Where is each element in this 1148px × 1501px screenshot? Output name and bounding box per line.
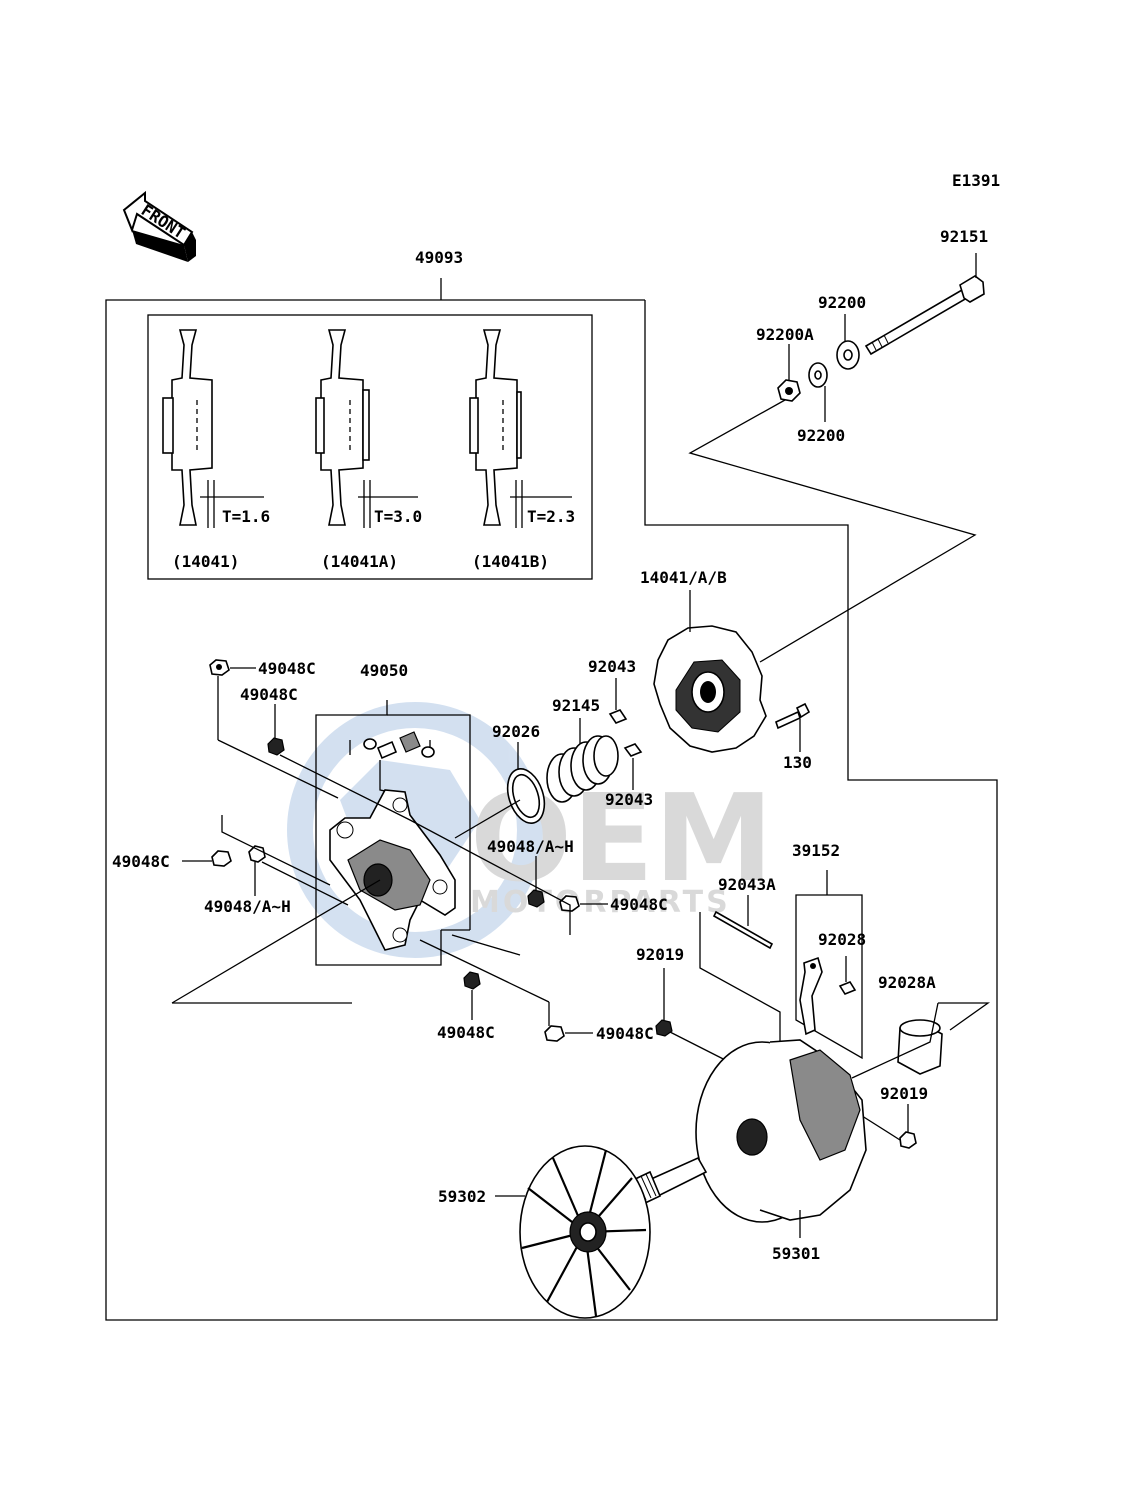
callout-49048C-5: 49048C — [437, 1023, 495, 1042]
callout-59302: 59302 — [438, 1187, 486, 1206]
callout-92019-top: 92019 — [636, 945, 684, 964]
nut-49048AH-left: 49048/A~H — [204, 845, 291, 916]
callout-49093: 49093 — [415, 248, 463, 267]
callout-92200A: 92200A — [756, 325, 814, 344]
callout-49048C-6: 49048C — [596, 1024, 654, 1043]
nut-92019-right: 92019 — [839, 1084, 928, 1149]
arm-leaders — [171, 739, 571, 1004]
bolt-leader — [688, 399, 977, 663]
callout-92019-right: 92019 — [880, 1084, 928, 1103]
nut-49048C-4: 49048C — [559, 895, 668, 914]
watermark-sub: MOTORPARTS — [470, 885, 731, 920]
variant-2-thickness: T=3.0 — [374, 507, 422, 526]
callout-59301: 59301 — [772, 1244, 820, 1263]
callout-92028A: 92028A — [878, 973, 936, 992]
spring-92145: 92145 — [546, 696, 619, 803]
washer-92200-bottom: 92200 — [797, 362, 845, 445]
nut-49048C-1: 49048C — [209, 659, 316, 740]
spider-14041: 14041/A/B — [640, 568, 767, 753]
nut-49048C-2: 49048C — [240, 685, 298, 756]
bolt-130: 130 — [775, 702, 812, 772]
variant-3-thickness: T=2.3 — [527, 507, 575, 526]
roller-group-39152: 39152 92028 — [792, 841, 866, 1060]
front-arrow-icon: FRONT — [122, 190, 196, 262]
sheave-59301: 59301 — [695, 1039, 867, 1263]
callout-92026: 92026 — [492, 722, 540, 741]
nut-49048C-5: 49048C — [437, 971, 495, 1042]
spacer-variant-1: T=1.6 (14041) — [162, 329, 270, 571]
callout-49048C-1: 49048C — [258, 659, 316, 678]
callout-92200-top: 92200 — [818, 293, 866, 312]
diagram-code: E1391 — [952, 171, 1000, 190]
spacer-variant-2: T=3.0 (14041A) — [315, 329, 422, 571]
washer-92200-top: 92200 — [818, 293, 866, 370]
callout-49048AH-right: 49048/A~H — [487, 837, 574, 856]
nut-92200A: 92200A — [756, 325, 814, 402]
variant-1-code: (14041) — [172, 552, 239, 571]
nut-92019-top: 92019 — [636, 945, 746, 1071]
variant-1-thickness: T=1.6 — [222, 507, 270, 526]
callout-49048C-3: 49048C — [112, 852, 170, 871]
callout-92043-bottom: 92043 — [605, 790, 653, 809]
nut-49048AH-right: 49048/A~H — [487, 837, 574, 908]
callout-39152: 39152 — [792, 841, 840, 860]
spacer-variants-inset: T=1.6 (14041) T=3.0 (14041A) T=2.3 (1404… — [147, 314, 593, 580]
callout-92200-bottom: 92200 — [797, 426, 845, 445]
assembly-frame: 49093 — [105, 248, 998, 1321]
variant-3-code: (14041B) — [472, 552, 549, 571]
washer-92026: 92026 — [492, 722, 546, 824]
sheave-59302: 59302 — [438, 1145, 708, 1319]
variant-2-code: (14041A) — [321, 552, 398, 571]
axis-leader — [454, 799, 521, 839]
spacer-variant-3: T=2.3 (14041B) — [469, 329, 575, 571]
bolt-92151: 92151 — [864, 227, 988, 356]
callout-92145: 92145 — [552, 696, 600, 715]
callout-49050: 49050 — [360, 661, 408, 680]
pin-92043-top: 92043 — [588, 657, 636, 724]
nut-49048C-6: 49048C — [544, 1002, 654, 1043]
pin-92043A: 92043A — [699, 875, 781, 1048]
callout-92043-top: 92043 — [588, 657, 636, 676]
callout-49048C-2: 49048C — [240, 685, 298, 704]
nut-49048C-3: 49048C — [112, 850, 232, 871]
callout-49048C-4: 49048C — [610, 895, 668, 914]
callout-49048AH-left: 49048/A~H — [204, 897, 291, 916]
callout-14041AB: 14041/A/B — [640, 568, 727, 587]
callout-92151: 92151 — [940, 227, 988, 246]
pin-92043-bottom: 92043 — [605, 743, 653, 809]
bushing-92028A: 92028A — [851, 973, 991, 1079]
callout-92028: 92028 — [818, 930, 866, 949]
callout-92043A: 92043A — [718, 875, 776, 894]
callout-130: 130 — [783, 753, 812, 772]
weight-arm-49050: 49050 — [315, 661, 471, 966]
